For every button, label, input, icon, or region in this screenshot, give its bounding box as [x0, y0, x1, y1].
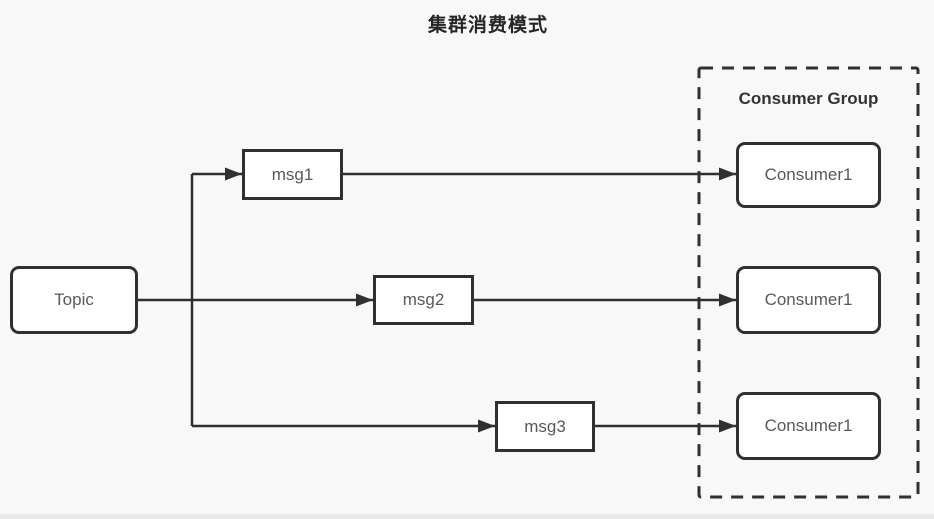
consumer1-node-top: Consumer1: [736, 142, 881, 208]
consumer1-node-middle-label: Consumer1: [764, 290, 853, 309]
msg3-node-label: msg3: [524, 416, 566, 436]
msg3-node: msg3: [495, 401, 595, 452]
topic-node-label: Topic: [54, 290, 94, 309]
window-bottom-edge: [0, 514, 934, 519]
consumer1-node-bottom-label: Consumer1: [764, 416, 853, 435]
topic-node: Topic: [10, 266, 138, 334]
msg1-node: msg1: [242, 149, 343, 200]
diagram-title: 集群消费模式: [427, 15, 549, 36]
consumer1-node-top-label: Consumer1: [764, 165, 853, 184]
consumer1-node-bottom: Consumer1: [736, 392, 881, 460]
msg2-node-label: msg2: [402, 290, 445, 309]
msg1-node-label: msg1: [271, 164, 314, 184]
consumer-group-label: Consumer Group: [738, 89, 879, 108]
consumer1-node-middle: Consumer1: [736, 266, 881, 334]
msg2-node: msg2: [373, 275, 474, 325]
